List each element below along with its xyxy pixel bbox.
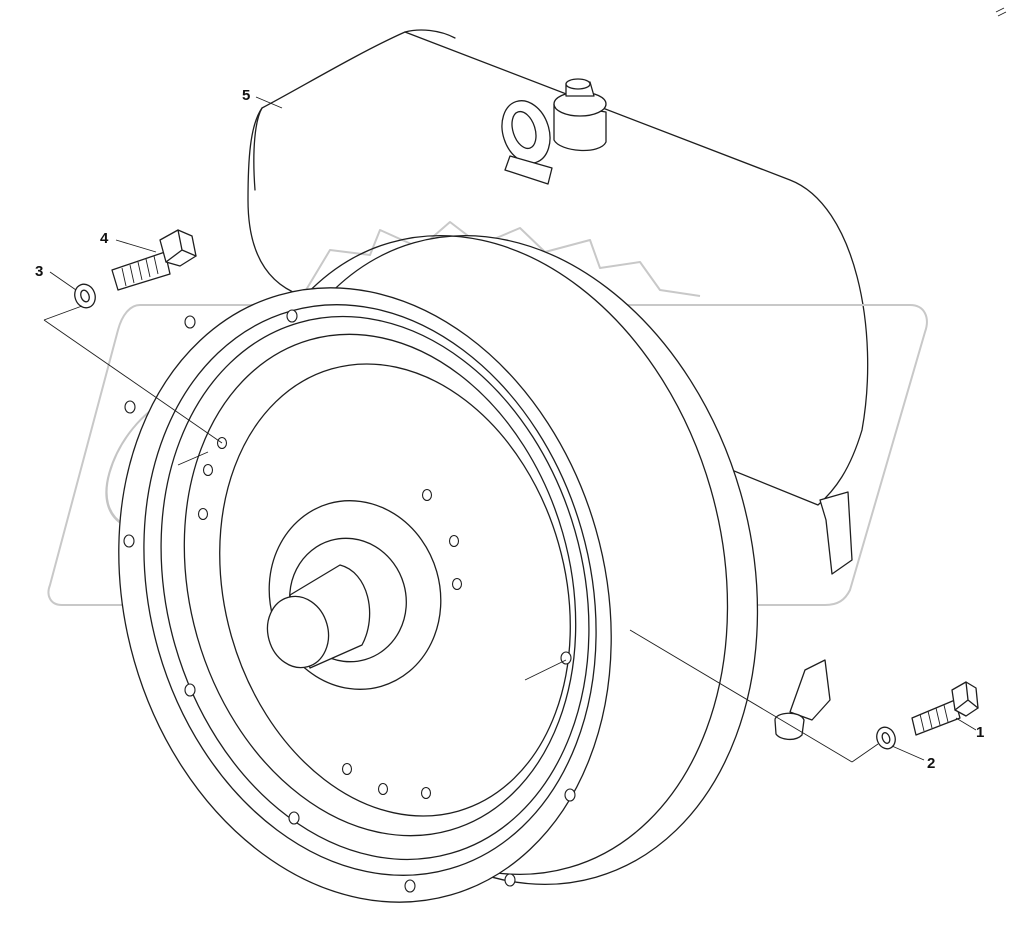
callout-2: 2 bbox=[927, 755, 935, 772]
leader-lines bbox=[43, 96, 977, 763]
lifting-eye bbox=[501, 100, 553, 185]
watermark-gear-top bbox=[299, 221, 701, 301]
flange-assembly bbox=[118, 235, 853, 903]
callout-labels: 1 2 3 4 5 bbox=[35, 87, 984, 772]
callout-4: 4 bbox=[100, 230, 109, 247]
callout-1: 1 bbox=[976, 724, 984, 741]
callout-5: 5 bbox=[242, 87, 250, 104]
cover-bolt-holes bbox=[197, 436, 463, 800]
watermark-frame bbox=[47, 304, 928, 606]
corner-mark bbox=[995, 7, 1007, 17]
washer-part-2 bbox=[876, 726, 896, 750]
bolt-part-1 bbox=[911, 681, 979, 736]
callout-3: 3 bbox=[35, 263, 43, 280]
breather-plug bbox=[553, 78, 607, 152]
washer-part-3 bbox=[74, 283, 96, 309]
bolt-part-4 bbox=[111, 229, 197, 291]
